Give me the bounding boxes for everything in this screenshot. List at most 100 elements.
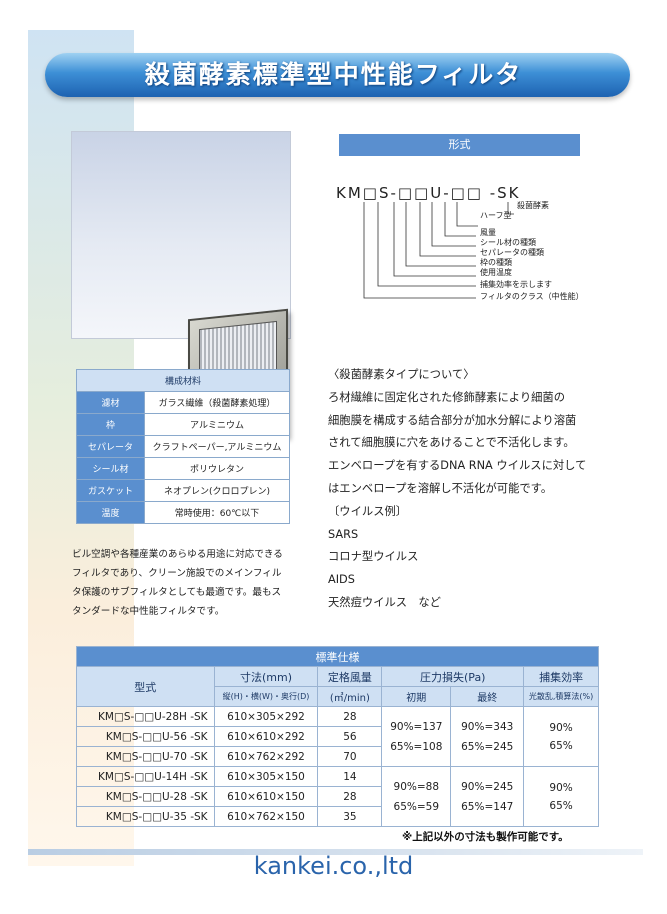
spec-size: 610×762×150 (213, 806, 319, 827)
spec-model: KM□S-□□U-70 -SK (76, 746, 215, 767)
materials-table: 構成材料 濾材ガラス繊維（殺菌酵素処理） 枠アルミニウム セパレータクラフトペー… (76, 369, 290, 524)
label-temp: 使用温度 (480, 268, 512, 277)
col-pressure: 圧力損失(Pa) (381, 666, 525, 687)
spec-size: 610×762×292 (213, 746, 319, 767)
spec-size: 610×610×150 (213, 786, 319, 807)
eff-line: 65% (549, 739, 573, 752)
col-flow-sub: (㎥/min) (317, 686, 383, 707)
spec-flow: 28 (317, 786, 383, 807)
footnote: ※上記以外の寸法も製作可能です。 (402, 831, 569, 843)
spec-flow: 56 (317, 726, 383, 747)
table-row: シール材ポリウレタン (76, 457, 290, 480)
description-line: SARS (328, 527, 359, 541)
spec-model: KM□S-□□U-56 -SK (76, 726, 215, 747)
table-row: KM□S-□□U-56 -SK 610×610×292 56 (76, 726, 599, 747)
spec-eff: 90%65% (523, 766, 599, 827)
materials-header: 構成材料 (76, 369, 290, 392)
col-final: 最終 (450, 686, 525, 707)
col-initial: 初期 (381, 686, 452, 707)
spec-model: KM□S-□□U-14H -SK (76, 766, 215, 787)
col-size-sub: 縦(H)・横(W)・奥行(D) (213, 686, 319, 707)
material-key: ガスケット (76, 479, 145, 502)
model-diagram-lines (363, 202, 514, 299)
bottom-divider (28, 849, 643, 855)
model-code: KM□S-□□U-□□ -SK (336, 184, 521, 202)
spec-size: 610×305×150 (213, 766, 319, 787)
col-eff: 捕集効率 (523, 666, 599, 687)
label-sk: 殺菌酵素 (517, 201, 549, 210)
material-value: クラフトペーパー,アルミニウム (144, 435, 290, 458)
spec-initial: 90%=137 65%=108 (381, 706, 452, 767)
table-row: 枠アルミニウム (76, 413, 290, 436)
material-key: シール材 (76, 457, 145, 480)
spec-flow: 14 (317, 766, 383, 787)
pct-line: 90%=88 (393, 780, 440, 793)
label-efficiency: 捕集効率を示します (480, 280, 552, 289)
description-line: AIDS (328, 573, 355, 587)
description-line: 天然痘ウイルス など (328, 595, 441, 609)
description-line: エンベロープを有するDNA RNA ウイルスに対して (328, 459, 587, 473)
product-description: ビル空調や各種産業のあらゆる用途に対応できる フィルタであり、クリーン施設でのメ… (72, 545, 300, 621)
table-row: セパレータクラフトペーパー,アルミニウム (76, 435, 290, 458)
company-name: kankei.co.,ltd (253, 852, 414, 880)
spec-table: 標準仕様 型式 寸法(mm) 定格風量 圧力損失(Pa) 捕集効率 縦(H)・横… (76, 646, 599, 827)
spec-size: 610×610×292 (213, 726, 319, 747)
description-line: ビル空調や各種産業のあらゆる用途に対応できる (72, 549, 283, 560)
eff-line: 90% (549, 781, 573, 794)
spec-flow: 28 (317, 706, 383, 727)
page-title: 殺菌酵素標準型中性能フィルタ (144, 60, 523, 89)
model-diagram: 殺菌酵素 ハーフ型 風量 シール材の種類 セパレータの種類 枠の種類 使用温度 … (320, 180, 660, 310)
title-bar (45, 53, 630, 97)
pct-line: 65%=108 (390, 740, 443, 753)
spec-flow: 35 (317, 806, 383, 827)
pct-line: 65%=245 (461, 740, 514, 753)
description-line: タンダードな中性能フィルタです。 (72, 606, 225, 617)
material-key: 枠 (76, 413, 145, 436)
spec-model: KM□S-□□U-28H -SK (76, 706, 215, 727)
description-line: 細胞膜を構成する結合部分が加水分解により溶菌 (328, 413, 577, 427)
table-row: KM□S-□□U-28 -SK 610×610×150 28 (76, 786, 599, 807)
description-line: コロナ型ウイルス (328, 550, 419, 564)
spec-model: KM□S-□□U-35 -SK (76, 806, 215, 827)
label-class: フィルタのクラス（中性能） (480, 292, 584, 301)
material-value: ネオプレン(クロロプレン) (144, 479, 290, 502)
material-value: ポリウレタン (144, 457, 290, 480)
table-row: 温度常時使用：60℃以下 (76, 501, 290, 524)
material-value: ガラス繊維（殺菌酵素処理） (144, 391, 290, 414)
eff-line: 65% (549, 799, 573, 812)
table-row: KM□S-□□U-28H -SK 610×305×292 28 90%=137 6… (76, 706, 599, 767)
pct-line: 90%=137 (390, 720, 443, 733)
material-value: アルミニウム (144, 413, 290, 436)
description-line: されて細胞膜に穴をあけることで不活化します。 (328, 436, 575, 450)
material-key: 温度 (76, 501, 145, 524)
table-row: KM□S-□□U-35 -SK 610×762×150 35 (76, 806, 599, 827)
enzyme-description: 〈殺菌酵素タイプについて〉 ろ材繊維に固定化された修飾酵素により細菌の 細胞膜を… (328, 364, 648, 615)
label-flow: 風量 (480, 228, 496, 237)
col-model: 型式 (76, 666, 215, 707)
description-line: 〔ウイルス例〕 (328, 504, 408, 518)
label-separator: セパレータの種類 (480, 248, 544, 257)
description-line: 〈殺菌酵素タイプについて〉 (328, 368, 475, 381)
table-row: ガスケットネオプレン(クロロプレン) (76, 479, 290, 502)
spec-model: KM□S-□□U-28 -SK (76, 786, 215, 807)
description-line: ろ材繊維に固定化された修飾酵素により細菌の (328, 390, 566, 404)
product-photo (71, 131, 291, 448)
label-frame: 枠の種類 (480, 258, 512, 267)
spec-eff: 90%65% (523, 706, 599, 767)
label-seal: シール材の種類 (480, 238, 536, 247)
col-flow: 定格風量 (317, 666, 383, 687)
description-line: タ保護のサブフィルタとしても最適です。最もス (72, 587, 282, 598)
form-header: 形式 (339, 134, 580, 156)
spec-caption: 標準仕様 (76, 646, 599, 667)
spec-size: 610×305×292 (213, 706, 319, 727)
description-line: フィルタであり、クリーン施設でのメインフィル (72, 568, 282, 579)
col-size: 寸法(mm) (213, 666, 319, 687)
material-key: 濾材 (76, 391, 145, 414)
description-line: はエンベロープを溶解し不活化が可能です。 (328, 481, 553, 495)
col-eff-sub: 光散乱,積算法(%) (523, 686, 599, 707)
table-row: 濾材ガラス繊維（殺菌酵素処理） (76, 391, 290, 414)
